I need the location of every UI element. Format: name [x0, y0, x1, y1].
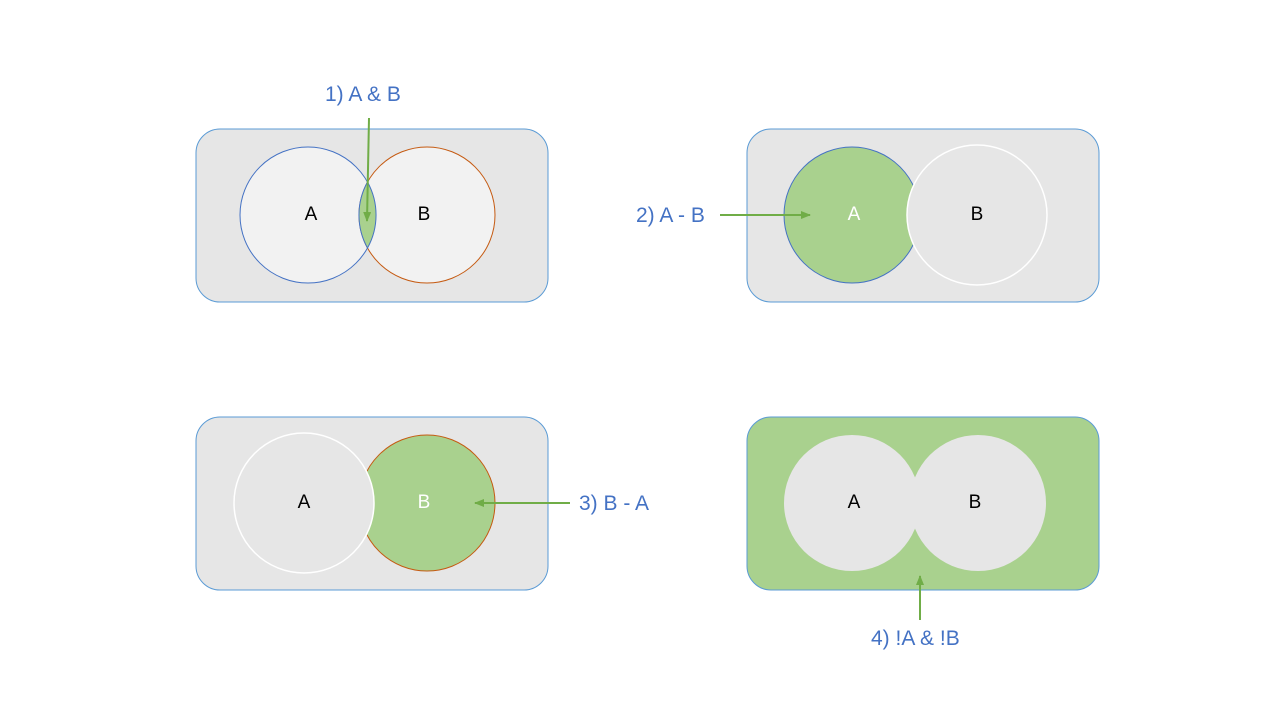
intersection-outline [358, 180, 377, 250]
set-b-label: B [971, 204, 984, 225]
set-a-circle [784, 435, 920, 571]
set-a-label: A [305, 204, 318, 225]
set-b-circle [910, 435, 1046, 571]
panel-caption: 3) B - A [579, 492, 649, 515]
set-a-label: A [848, 204, 861, 225]
panel-neither: A B 4) !A & !B [746, 416, 1100, 650]
panel-a-minus-b: A B 2) A - B [636, 128, 1100, 303]
set-b-label: B [969, 492, 982, 513]
panel-intersection: A B 1) A & B [195, 83, 549, 303]
set-b-circle [906, 144, 1048, 286]
set-a-circle [233, 432, 375, 574]
set-a-label: A [298, 492, 311, 513]
panel-caption: 4) !A & !B [871, 627, 960, 650]
set-b-label: B [418, 204, 431, 225]
panel-caption: 1) A & B [325, 83, 401, 106]
caption-arrow [363, 117, 372, 222]
panel-b-minus-a: A B 3) B - A [195, 416, 649, 591]
set-a-label: A [848, 492, 861, 513]
panel-caption: 2) A - B [636, 204, 705, 227]
set-b-label: B [418, 492, 431, 513]
